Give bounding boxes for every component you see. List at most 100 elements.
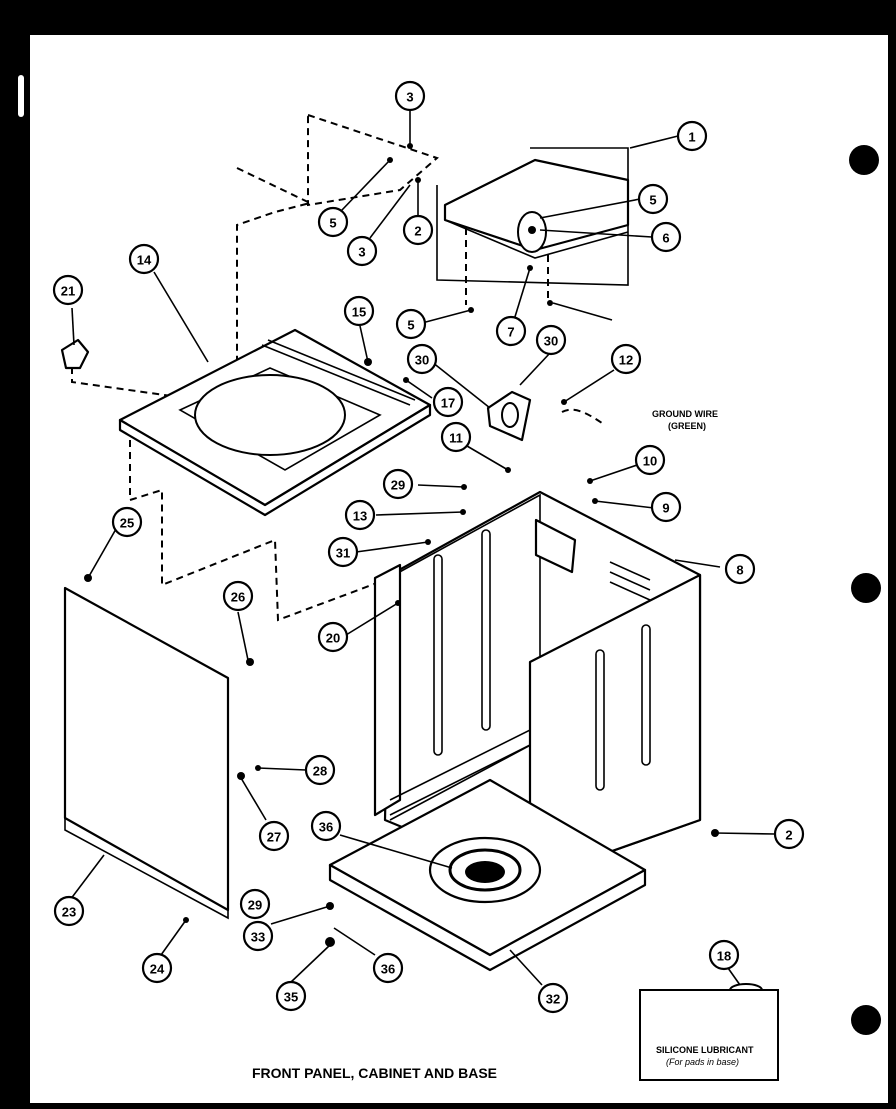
callout-number: 9 xyxy=(662,501,669,516)
callout-1: 1 xyxy=(676,120,708,152)
callout-number: 24 xyxy=(150,962,165,977)
callout-number: 36 xyxy=(381,962,395,977)
callout-29: 29 xyxy=(239,888,271,920)
cabinet-top-rail xyxy=(261,339,416,406)
switch-knob xyxy=(501,402,519,428)
callout-number: 2 xyxy=(785,828,792,843)
ground-wire xyxy=(561,408,606,426)
punch-hole-1 xyxy=(849,145,879,175)
callout-2: 2 xyxy=(402,214,434,246)
cabinet-slot xyxy=(433,554,443,756)
callout-number: 30 xyxy=(415,353,429,368)
callout-number: 31 xyxy=(336,546,350,561)
callout-27: 27 xyxy=(258,820,290,852)
callout-number: 5 xyxy=(329,216,336,231)
control-panel-outline xyxy=(236,113,439,430)
callout-17: 17 xyxy=(432,386,464,418)
callout-number: 21 xyxy=(61,284,75,299)
callout-20: 20 xyxy=(317,621,349,653)
callout-number: 33 xyxy=(251,930,265,945)
callout-30: 30 xyxy=(535,324,567,356)
leader-lines xyxy=(69,110,776,986)
callout-36: 36 xyxy=(310,810,342,842)
callout-number: 5 xyxy=(407,318,414,333)
callout-number: 2 xyxy=(414,224,421,239)
callouts: 1223355567891011121314151720212324252627… xyxy=(52,80,805,1014)
callout-number: 3 xyxy=(358,245,365,260)
callout-5: 5 xyxy=(637,183,669,215)
callout-6: 6 xyxy=(650,221,682,253)
callout-3: 3 xyxy=(346,235,378,267)
callout-number: 26 xyxy=(231,590,245,605)
cabinet-left-panel xyxy=(373,563,402,817)
punch-hole-3 xyxy=(851,1005,881,1035)
callout-14: 14 xyxy=(128,243,160,275)
front-panel-guide xyxy=(129,440,386,622)
diagram-title: FRONT PANEL, CABINET AND BASE xyxy=(252,1065,497,1081)
ground-wire-label-color: (GREEN) xyxy=(668,421,706,431)
callout-2: 2 xyxy=(773,818,805,850)
callout-15: 15 xyxy=(343,295,375,327)
callout-5: 5 xyxy=(395,308,427,340)
callout-number: 30 xyxy=(544,334,558,349)
callout-33: 33 xyxy=(242,920,274,952)
callout-25: 25 xyxy=(111,506,143,538)
callout-32: 32 xyxy=(537,982,569,1014)
cabinet-slot xyxy=(641,624,651,766)
base-front xyxy=(328,863,647,972)
front-panel xyxy=(63,586,230,912)
callout-35: 35 xyxy=(275,980,307,1012)
callout-29: 29 xyxy=(382,468,414,500)
punch-hole-2 xyxy=(851,573,881,603)
callout-number: 10 xyxy=(643,454,657,469)
tub-opening xyxy=(194,374,346,456)
cabinet-bracket xyxy=(534,518,577,574)
callout-11: 11 xyxy=(440,421,472,453)
lid-edge xyxy=(444,219,629,259)
callout-number: 17 xyxy=(441,396,455,411)
callout-number: 14 xyxy=(137,253,152,268)
callout-number: 36 xyxy=(319,820,333,835)
callout-number: 8 xyxy=(736,563,743,578)
callout-36: 36 xyxy=(372,952,404,984)
bracket-guide xyxy=(71,355,201,401)
lubricant-box xyxy=(639,989,779,1081)
base-pump-center xyxy=(465,861,505,883)
callout-number: 32 xyxy=(546,992,560,1007)
bracket-part xyxy=(60,338,90,370)
lubricant-box-line2: (For pads in base) xyxy=(666,1057,739,1067)
callout-18: 18 xyxy=(708,939,740,971)
cabinet-slot xyxy=(595,649,605,791)
front-panel-edge xyxy=(64,818,229,920)
callout-number: 5 xyxy=(649,193,656,208)
callout-number: 13 xyxy=(353,509,367,524)
callout-23: 23 xyxy=(53,895,85,927)
callout-number: 29 xyxy=(391,478,405,493)
callout-28: 28 xyxy=(304,754,336,786)
callout-number: 23 xyxy=(62,905,76,920)
callout-7: 7 xyxy=(495,315,527,347)
callout-number: 1 xyxy=(688,130,695,145)
lid-hinge-pin xyxy=(528,226,536,234)
callout-13: 13 xyxy=(344,499,376,531)
callout-number: 12 xyxy=(619,353,633,368)
callout-number: 11 xyxy=(449,431,463,446)
lid-bracket xyxy=(436,147,629,286)
callout-number: 6 xyxy=(662,231,669,246)
callout-26: 26 xyxy=(222,580,254,612)
callout-number: 18 xyxy=(717,949,731,964)
callout-8: 8 xyxy=(724,553,756,585)
callout-number: 20 xyxy=(326,631,340,646)
cabinet-inner-shelf xyxy=(389,728,531,816)
ground-wire-label: GROUND WIRE xyxy=(652,409,718,419)
cabinet-back-panel xyxy=(384,493,541,821)
callout-number: 3 xyxy=(406,90,413,105)
lubricant-box-line1: SILICONE LUBRICANT xyxy=(656,1045,754,1055)
callout-number: 29 xyxy=(248,898,262,913)
callout-24: 24 xyxy=(141,952,173,984)
callout-9: 9 xyxy=(650,491,682,523)
callout-number: 35 xyxy=(284,990,298,1005)
callout-21: 21 xyxy=(52,274,84,306)
callout-10: 10 xyxy=(634,444,666,476)
